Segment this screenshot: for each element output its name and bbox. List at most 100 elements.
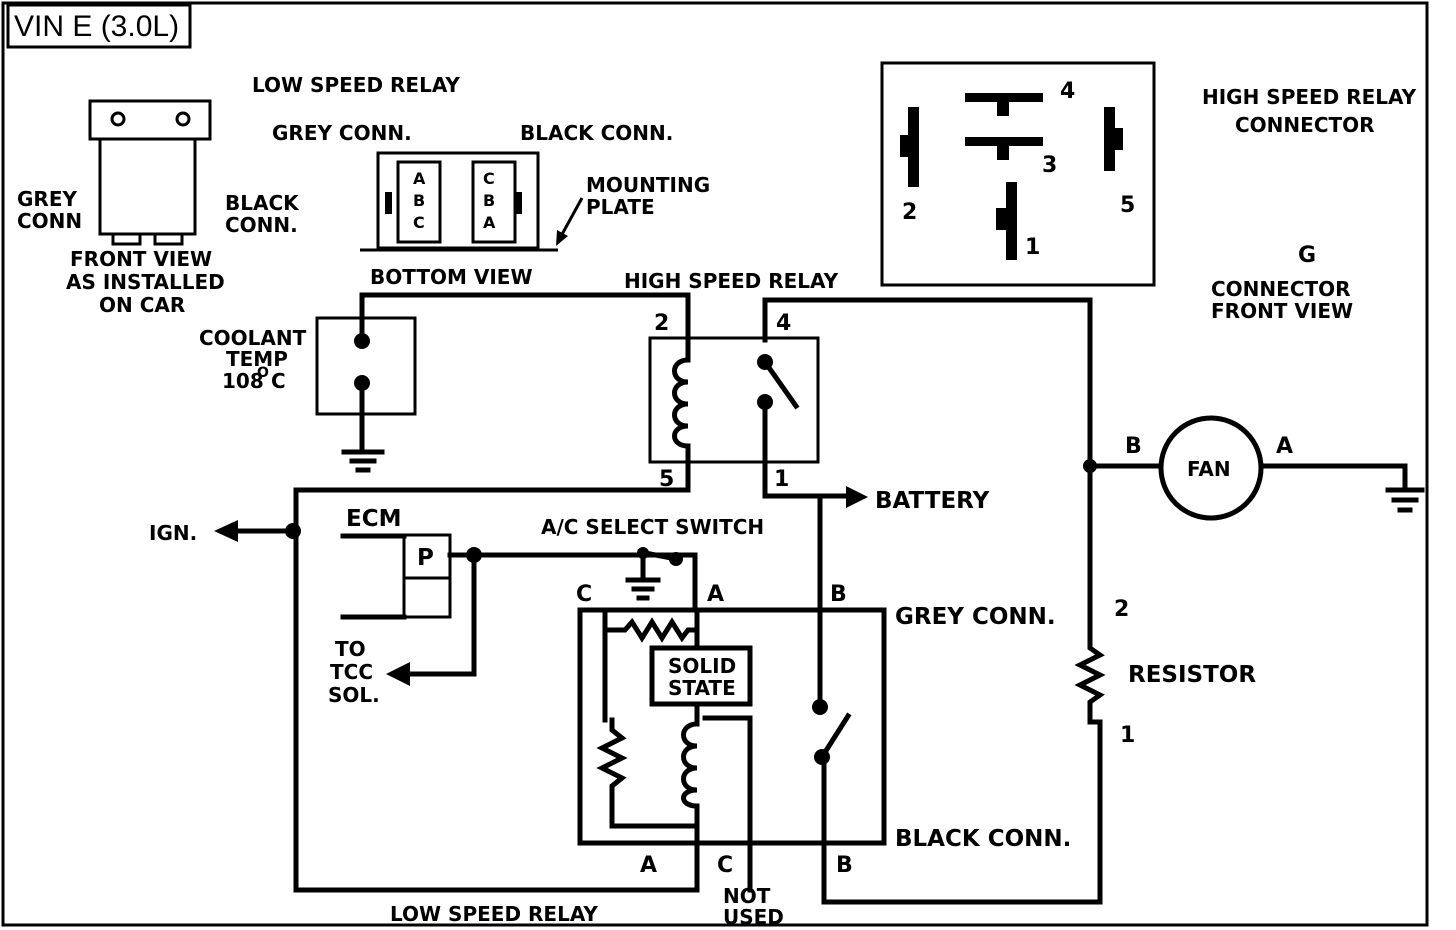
coolant-label-1: COOLANT xyxy=(199,326,307,350)
hs-conn-pin-3: 3 xyxy=(1042,153,1057,178)
black-conn-label: BLACK CONN. xyxy=(895,826,1071,852)
hs-relay-pin-4: 4 xyxy=(776,311,791,336)
ign-label: IGN. xyxy=(149,521,197,545)
mounting-plate-label-1: MOUNTING xyxy=(586,173,710,197)
resistor-pin-1: 1 xyxy=(1120,723,1135,748)
solid-state-box xyxy=(649,645,753,707)
black-conn-pin-b: B xyxy=(836,853,853,878)
hs-connector-box xyxy=(880,61,1156,287)
fan-label: FAN xyxy=(1187,457,1231,481)
solid-state-label-1: SOLID xyxy=(668,654,736,678)
relay-front-view-icon xyxy=(88,99,212,246)
low-relay-contact-top xyxy=(812,699,828,715)
front-black-conn-label-1: BLACK xyxy=(225,191,300,215)
tcc-label-1: TO xyxy=(335,637,366,661)
resistor-label: RESISTOR xyxy=(1128,662,1256,688)
tcc-arrow xyxy=(386,662,410,686)
battery-arrow xyxy=(846,486,868,508)
connector-front-view-1: CONNECTOR xyxy=(1211,277,1351,301)
low-relay-upper-resistor xyxy=(602,607,700,643)
coolant-switch-box xyxy=(315,316,417,416)
not-used-label-1: NOT xyxy=(723,884,771,908)
hs-connector-title-1: HIGH SPEED RELAY xyxy=(1202,85,1417,109)
front-black-conn-label-2: CONN. xyxy=(225,213,298,237)
hs-relay-coil xyxy=(672,337,691,463)
hs-conn-pin-2: 2 xyxy=(902,200,917,225)
ign-arrow xyxy=(214,520,238,542)
front-view-caption-2: AS INSTALLED xyxy=(66,270,225,294)
not-used-wire xyxy=(702,715,753,893)
hs-relay-pin-5: 5 xyxy=(659,467,674,492)
mounting-plate-label-2: PLATE xyxy=(586,195,655,219)
low-speed-relay-label: LOW SPEED RELAY xyxy=(390,902,598,926)
hs-conn-pin-5: 5 xyxy=(1120,193,1135,218)
coolant-to-hs-relay-wire xyxy=(359,292,691,344)
coolant-degree: O xyxy=(257,365,269,381)
low-relay-switch-blade xyxy=(818,712,852,761)
coolant-label-3-unit: C xyxy=(271,369,286,393)
grey-pin-c: C xyxy=(413,213,425,232)
ac-switch-ground-icon xyxy=(625,577,661,601)
grey-pin-b: B xyxy=(413,191,425,210)
hs-relay-pin-2: 2 xyxy=(654,311,669,336)
high-speed-relay-box xyxy=(648,336,820,464)
hs-conn-pin-4: 4 xyxy=(1060,79,1075,104)
resistor-pin-2: 2 xyxy=(1114,597,1129,622)
mounting-plate-arrow xyxy=(556,197,584,246)
hs-relay-pin-1: 1 xyxy=(774,467,789,492)
bottom-view-black-conn-label: BLACK CONN. xyxy=(520,121,673,145)
black-conn-pin-c: C xyxy=(717,853,733,878)
tcc-label-3: SOL. xyxy=(328,683,380,707)
grey-conn-pin-a: A xyxy=(707,582,724,607)
solid-state-label-2: STATE xyxy=(668,676,736,700)
black-conn-pin-a: A xyxy=(640,853,657,878)
bottom-view-caption: BOTTOM VIEW xyxy=(370,265,533,289)
ecm-pin-p: P xyxy=(417,545,434,571)
connector-front-view-2: FRONT VIEW xyxy=(1211,299,1353,323)
black-pin-a: A xyxy=(483,213,496,232)
front-grey-conn-label-1: GREY xyxy=(17,187,77,211)
title-box xyxy=(6,3,192,49)
ecm-p-wire xyxy=(447,552,698,613)
coolant-label-2: TEMP xyxy=(226,347,288,371)
diagram-title: VIN E (3.0L) xyxy=(14,10,179,43)
low-speed-relay-view-title: LOW SPEED RELAY xyxy=(252,73,460,97)
fan-pin-b: B xyxy=(1125,434,1142,459)
front-grey-conn-label-2: CONN xyxy=(17,209,82,233)
hs-switch-blade xyxy=(761,358,800,410)
grey-conn-pin-b: B xyxy=(830,582,847,607)
fan-ground-wire xyxy=(1258,463,1408,493)
tcc-wire xyxy=(407,552,477,677)
bottom-view-grey-conn-label: GREY CONN. xyxy=(272,121,412,145)
coolant-label-3-value: 108 xyxy=(222,369,264,393)
fan-pin-a: A xyxy=(1276,434,1293,459)
grey-conn-pin-c: C xyxy=(576,582,592,607)
front-view-caption-1: FRONT VIEW xyxy=(70,247,212,271)
high-speed-relay-label: HIGH SPEED RELAY xyxy=(624,269,839,293)
ecm-label: ECM xyxy=(346,506,401,532)
ecm-connector xyxy=(402,533,452,619)
black-pin-c: C xyxy=(483,169,495,188)
front-view-caption-3: ON CAR xyxy=(99,293,185,317)
not-used-label-2: USED xyxy=(723,905,784,929)
g-label: G xyxy=(1298,243,1316,268)
hs-connector-title-2: CONNECTOR xyxy=(1235,113,1375,137)
low-relay-coil xyxy=(681,701,700,893)
grey-pin-a: A xyxy=(413,169,426,188)
resistor-symbol xyxy=(1074,637,1106,715)
grey-conn-label: GREY CONN. xyxy=(895,604,1056,630)
page-frame xyxy=(1,1,1429,927)
battery-label: BATTERY xyxy=(875,488,990,514)
low-relay-lower-resistor xyxy=(596,717,700,829)
resistor-to-low-relay-wire xyxy=(821,709,1103,905)
black-pin-b: B xyxy=(483,191,495,210)
ac-select-switch-label: A/C SELECT SWITCH xyxy=(541,515,764,539)
hs-relay-pin4-to-fan-wire xyxy=(762,297,1093,643)
hs-connector-terminals xyxy=(900,93,1123,260)
fan-ground-icon xyxy=(1385,487,1425,513)
coolant-ground-icon xyxy=(341,449,385,473)
relay-bottom-view-icon xyxy=(360,151,558,252)
tcc-label-2: TCC xyxy=(330,660,373,684)
hs-conn-pin-1: 1 xyxy=(1025,235,1040,260)
